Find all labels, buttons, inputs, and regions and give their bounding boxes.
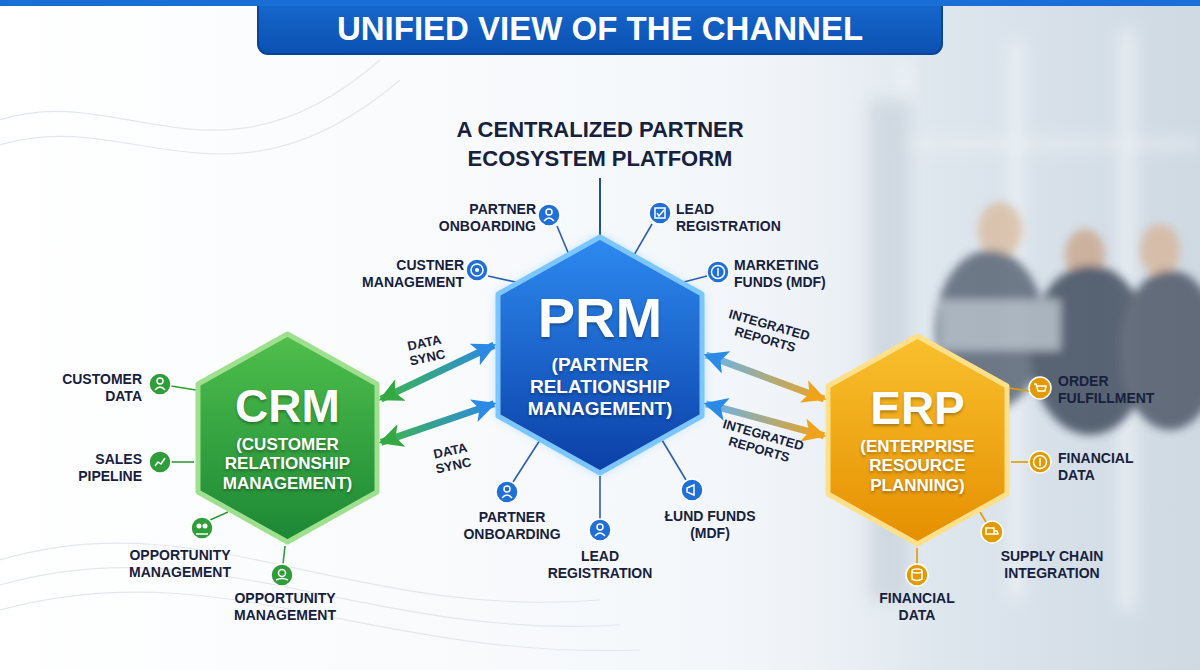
leader-line bbox=[662, 440, 686, 480]
cart-icon bbox=[1029, 377, 1051, 399]
feature-label: PARTNER ONBOARDING bbox=[452, 509, 572, 542]
feature-label: LEAD REGISTRATION bbox=[530, 548, 670, 581]
feature-label: OPPORTUNITY MANAGEMENT bbox=[220, 590, 350, 623]
top-rule bbox=[0, 0, 1200, 6]
decor-wave bbox=[0, 80, 400, 154]
feature-label: OPPORTUNITY MANAGEMENT bbox=[115, 547, 245, 580]
laptop bbox=[940, 300, 1060, 350]
hexagon-outline bbox=[828, 336, 1007, 544]
megaphone-icon bbox=[681, 479, 703, 501]
glow-shape bbox=[498, 237, 702, 473]
stem-line bbox=[599, 178, 601, 236]
feature-label: LEAD REGISTRATION bbox=[676, 201, 816, 234]
leader-line bbox=[1011, 461, 1029, 463]
node-heading: PRM bbox=[538, 290, 662, 346]
hexagon-outline bbox=[498, 237, 702, 473]
coin-icon bbox=[1029, 451, 1051, 473]
node-body: (ENTERPRISE RESOURCE PLANNING) bbox=[843, 437, 993, 496]
leader-line bbox=[171, 386, 196, 390]
leader-line bbox=[916, 548, 918, 564]
subtitle-text: A CENTRALIZED PARTNER ECOSYSTEM PLATFORM bbox=[390, 116, 810, 173]
hexagon-outline bbox=[198, 334, 377, 542]
node-heading: ERP bbox=[870, 385, 965, 431]
leader-line bbox=[599, 476, 601, 519]
window-frame bbox=[880, 140, 1200, 148]
hexagon-node: ERP (ENTERPRISE RESOURCE PLANNING) bbox=[824, 332, 1011, 548]
feature-label: CUSTOMER DATA bbox=[32, 371, 142, 404]
connector-arrow bbox=[381, 404, 494, 443]
node-heading: CRM bbox=[235, 383, 340, 429]
icons bbox=[149, 202, 1051, 586]
user-icon bbox=[538, 204, 560, 226]
target-icon bbox=[466, 259, 488, 281]
node-body: (PARTNER RELATIONSHIP MANAGEMENT) bbox=[510, 354, 690, 420]
title-banner bbox=[258, 0, 942, 54]
feature-label: FINANCIAL DATA bbox=[867, 590, 967, 623]
checkbox-icon bbox=[649, 202, 671, 224]
truck-icon bbox=[981, 521, 1003, 543]
feature-label: SALES PIPELINE bbox=[42, 451, 142, 484]
user-icon bbox=[496, 481, 518, 503]
leader-line bbox=[1008, 388, 1029, 391]
feature-label: ORDER FULFILLMENT bbox=[1058, 373, 1178, 406]
coin-icon bbox=[707, 261, 729, 283]
feature-label: FINANCIAL DATA bbox=[1058, 450, 1158, 483]
user-icon bbox=[149, 373, 171, 395]
title-text: UNIFIED VIEW OF THE CHANNEL bbox=[258, 4, 942, 54]
feature-label: ŁUND FUNDS (MDF) bbox=[655, 508, 765, 541]
leader-lines bbox=[171, 224, 1029, 564]
user-icon bbox=[589, 519, 611, 541]
leader-line bbox=[980, 512, 986, 522]
person-head bbox=[978, 202, 1022, 258]
hexagon-node: PRM (PARTNER RELATIONSHIP MANAGEMENT) bbox=[494, 233, 706, 477]
chart-icon bbox=[149, 451, 171, 473]
leader-line bbox=[283, 546, 285, 564]
leader-line bbox=[210, 512, 228, 520]
decor-wave bbox=[0, 568, 620, 627]
person-body bbox=[1120, 270, 1200, 430]
database-icon bbox=[906, 564, 928, 586]
hexagon-node: CRM (CUSTOMER RELATIONSHIP MANAGEMENT) bbox=[194, 330, 381, 546]
leader-line bbox=[513, 440, 540, 482]
connector-arrow bbox=[706, 355, 824, 399]
feature-label: SUPPLY CHAIN INTEGRATION bbox=[992, 548, 1112, 581]
hexagon-glow bbox=[498, 237, 702, 473]
office-photo bbox=[760, 0, 1200, 670]
person-head bbox=[1140, 224, 1180, 276]
feature-label: CUSTNER MANAGEMENT bbox=[344, 257, 464, 290]
feature-label: MARKETING FUNDS (MDF) bbox=[734, 257, 854, 290]
leader-line bbox=[171, 461, 194, 463]
hand-coin-icon bbox=[271, 564, 293, 586]
node-body: (CUSTOMER RELATIONSHIP MANAGEMENT) bbox=[213, 435, 363, 494]
decor-wave bbox=[0, 60, 380, 130]
feature-label: PARTNER ONBOARDING bbox=[416, 201, 536, 234]
people-icon bbox=[191, 517, 213, 539]
